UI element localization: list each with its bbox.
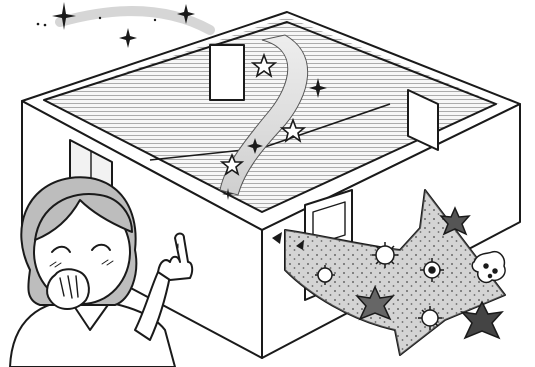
house-back-window	[210, 45, 244, 100]
woman-hand	[47, 269, 89, 309]
